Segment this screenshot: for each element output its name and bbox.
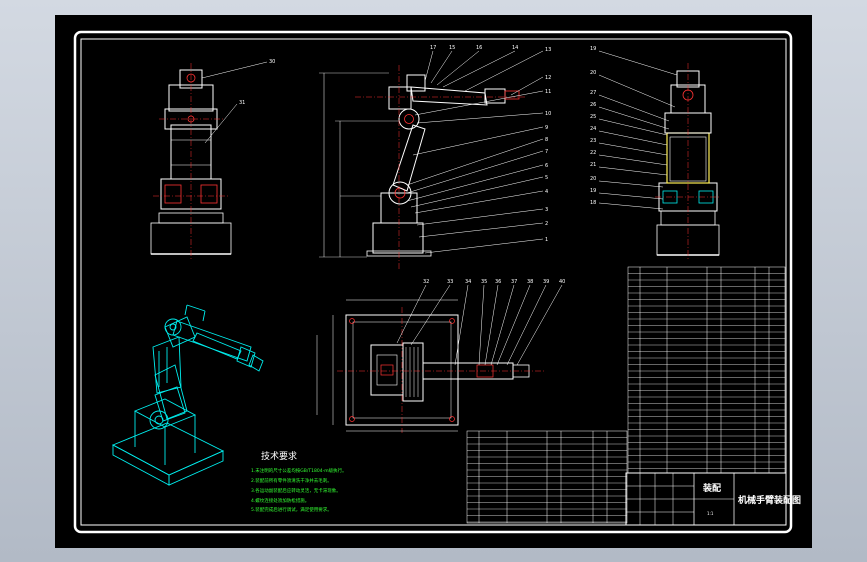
tech-req-line-2: 2.装配前所有零件须清洗干净并去毛刺。 — [251, 477, 332, 484]
tech-req-line-1: 1.未注明的尺寸公差均按GB/T1804-m级执行。 — [251, 467, 347, 474]
callout-10: 10 — [545, 111, 551, 117]
callout-38: 38 — [527, 279, 533, 285]
callout-21: 21 — [590, 162, 596, 168]
outer-frame — [73, 30, 793, 534]
technical-requirements: 技术要求 1.未注明的尺寸公差均按GB/T1804-m级执行。 2.装配前所有零… — [251, 450, 347, 513]
callout-5: 5 — [545, 175, 548, 181]
callout-40: 40 — [559, 279, 565, 285]
title-block-scale: 1:1 — [707, 511, 714, 516]
parts-list-upper-rows — [628, 273, 785, 469]
tech-req-line-3: 3.各运动副装配后应转动灵活，无卡滞现象。 — [251, 487, 341, 494]
callout-8: 8 — [545, 137, 548, 143]
callout-32: 32 — [423, 279, 429, 285]
callout-1: 1 — [545, 237, 548, 243]
parts-list-upper — [627, 266, 786, 474]
callout-9: 9 — [545, 125, 548, 131]
callout-31: 31 — [239, 100, 245, 106]
callout-35: 35 — [481, 279, 487, 285]
inner-frame — [80, 38, 787, 526]
callout-30: 30 — [269, 59, 275, 65]
callout-17: 17 — [430, 45, 436, 51]
callout-14: 14 — [512, 45, 518, 51]
callout-4: 4 — [545, 189, 548, 195]
callout-3: 3 — [545, 207, 548, 213]
parts-list-lower — [466, 430, 628, 524]
callout-33: 33 — [447, 279, 453, 285]
callout-20b: 20 — [590, 176, 596, 182]
tech-req-title: 技术要求 — [261, 450, 297, 462]
callout-2: 2 — [545, 221, 548, 227]
callout-26: 26 — [590, 102, 596, 108]
callout-7: 7 — [545, 149, 548, 155]
callout-27: 27 — [590, 90, 596, 96]
rear-view: 19 20 27 26 25 24 23 22 21 20 19 18 — [590, 46, 721, 261]
parts-list-lower-rows — [467, 437, 627, 523]
isometric-view — [111, 304, 264, 486]
callout-11: 11 — [545, 89, 551, 95]
top-view: 32 33 34 35 36 37 38 39 40 — [316, 279, 565, 433]
callout-13: 13 — [545, 47, 551, 53]
callout-15: 15 — [449, 45, 455, 51]
callout-18: 18 — [590, 200, 596, 206]
callout-22: 22 — [590, 150, 596, 156]
drawing-sheet: 30 31 — [73, 30, 801, 534]
tech-req-line-4: 4.螺纹连接处须加防松措施。 — [251, 497, 309, 504]
front-view: 30 31 — [150, 59, 275, 260]
callout-20: 20 — [590, 70, 596, 76]
callout-19: 19 — [590, 46, 596, 52]
callout-25: 25 — [590, 114, 596, 120]
tech-req-line-5: 5.装配完成后进行调试，满足使用要求。 — [251, 506, 332, 513]
drawing-viewport[interactable]: 30 31 — [55, 15, 812, 548]
callout-19b: 19 — [590, 188, 596, 194]
callout-37: 37 — [511, 279, 517, 285]
callout-39: 39 — [543, 279, 549, 285]
side-view: 17 15 16 14 13 12 11 10 9 8 7 6 5 4 3 2 … — [319, 45, 551, 270]
title-block-drawing-name: 机械手臂装配图 — [738, 494, 801, 506]
callout-34: 34 — [465, 279, 471, 285]
callout-16: 16 — [476, 45, 482, 51]
title-block: 装配 1:1 机械手臂装配图 — [625, 472, 801, 526]
callout-36: 36 — [495, 279, 501, 285]
callout-6: 6 — [545, 163, 548, 169]
callout-12: 12 — [545, 75, 551, 81]
callout-23: 23 — [590, 138, 596, 144]
callout-24: 24 — [590, 126, 596, 132]
title-block-small-label: 装配 — [702, 482, 721, 494]
